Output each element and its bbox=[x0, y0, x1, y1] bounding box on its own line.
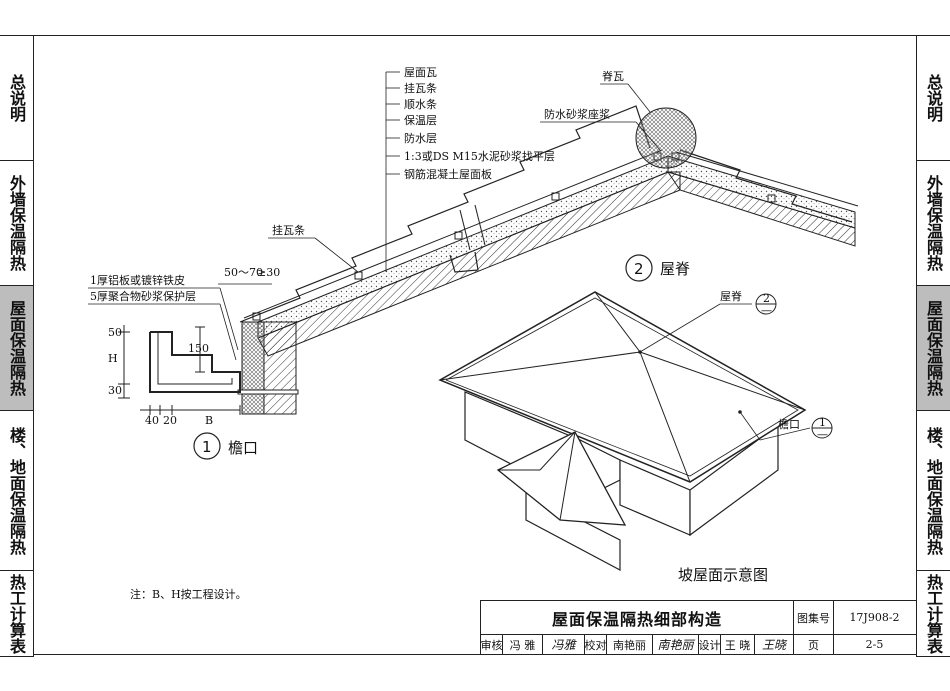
review-label-cell: 审核 bbox=[481, 634, 503, 655]
dim-30: 30 bbox=[108, 384, 122, 397]
side-tab-calc[interactable]: 热工计算表 bbox=[0, 571, 33, 656]
right-side-tabs: 总说明 外墙保温隔热 屋面保温隔热 楼、地面保温隔热 热工计算表 bbox=[916, 35, 950, 657]
side-tab-roof[interactable]: 屋面保温隔热 bbox=[917, 286, 950, 411]
design-sig-cell: 王晓 bbox=[755, 634, 794, 655]
layer-label-tile: 屋面瓦 bbox=[404, 66, 437, 79]
side-tab-label: 屋面保温隔热 bbox=[7, 300, 26, 396]
check-label: 校对 bbox=[585, 638, 607, 652]
detail-1-title: 檐口 bbox=[228, 439, 258, 457]
side-tab-label: 热工计算表 bbox=[924, 573, 943, 654]
side-tab-label: 总说明 bbox=[7, 74, 26, 122]
roof-section-detail bbox=[88, 71, 859, 415]
side-tab-label: 热工计算表 bbox=[7, 573, 26, 654]
drawing-frame bbox=[33, 35, 917, 655]
note-text: 注：B、H按工程设计。 bbox=[130, 587, 247, 601]
label-dim-ge-30: ≥30 bbox=[257, 266, 280, 279]
side-tab-general[interactable]: 总说明 bbox=[917, 36, 950, 161]
review-label: 审核 bbox=[481, 638, 503, 652]
drawing-title: 屋面保温隔热细部构造 bbox=[551, 609, 722, 629]
side-tab-wall[interactable]: 外墙保温隔热 bbox=[0, 161, 33, 286]
atlas-number: 17J908-2 bbox=[849, 611, 900, 624]
label-flashing: 1厚铝板或镀锌铁皮 bbox=[90, 273, 185, 287]
label-ridge-tile: 脊瓦 bbox=[602, 69, 624, 83]
layer-label-waterproof: 防水层 bbox=[404, 131, 437, 145]
side-tab-floor[interactable]: 楼、地面保温隔热 bbox=[917, 411, 950, 571]
detail-2-num: 2 bbox=[634, 260, 644, 278]
side-tab-general[interactable]: 总说明 bbox=[0, 36, 33, 161]
side-tab-label: 总说明 bbox=[924, 74, 943, 122]
iso-caption: 坡屋面示意图 bbox=[678, 566, 768, 584]
iso-ridge-ref-num: 2 bbox=[763, 292, 770, 305]
side-tab-calc[interactable]: 热工计算表 bbox=[917, 571, 950, 656]
side-tab-roof[interactable]: 屋面保温隔热 bbox=[0, 286, 33, 411]
page-no-cell: 2-5 bbox=[834, 634, 915, 655]
label-ridge-mortar: 防水砂浆座浆 bbox=[544, 107, 610, 121]
atlas-label-cell: 图集号 bbox=[794, 601, 834, 634]
layer-label-slab: 钢筋混凝土屋面板 bbox=[404, 167, 492, 181]
layer-label-screed: 1:3或DS M15水泥砂浆找平层 bbox=[404, 149, 555, 163]
designer-cell: 王 晓 bbox=[721, 634, 755, 655]
side-tab-label: 楼、地面保温隔热 bbox=[7, 426, 26, 555]
designer-name: 王 晓 bbox=[724, 638, 751, 652]
dim-150: 150 bbox=[188, 342, 209, 355]
side-tab-wall[interactable]: 外墙保温隔热 bbox=[917, 161, 950, 286]
reviewer-cell: 冯 雅 bbox=[503, 634, 543, 655]
side-tab-label: 外墙保温隔热 bbox=[7, 175, 26, 271]
atlas-no-cell: 17J908-2 bbox=[834, 601, 915, 634]
iso-ridge-label: 屋脊 bbox=[720, 289, 742, 303]
page-number: 2-5 bbox=[865, 638, 884, 651]
dim-B: B bbox=[205, 414, 213, 427]
detail-1-num: 1 bbox=[202, 438, 212, 456]
checker-signature: 南艳丽 bbox=[657, 638, 694, 652]
iso-ridge-ref-sheet: — bbox=[761, 304, 772, 317]
iso-eave-ref-sheet: — bbox=[817, 428, 828, 441]
design-label: 设计 bbox=[699, 638, 721, 652]
review-sig-cell: 冯雅 bbox=[543, 634, 585, 655]
label-protect-layer: 5厚聚合物砂浆保护层 bbox=[90, 289, 196, 303]
dim-40: 40 bbox=[145, 414, 159, 427]
layer-label-counter-batten: 顺水条 bbox=[404, 97, 437, 111]
checker-name: 南艳丽 bbox=[613, 638, 646, 652]
design-label-cell: 设计 bbox=[699, 634, 721, 655]
side-tab-label: 外墙保温隔热 bbox=[924, 175, 943, 271]
check-sig-cell: 南艳丽 bbox=[653, 634, 699, 655]
page-label-cell: 页 bbox=[794, 634, 834, 655]
left-side-tabs: 总说明 外墙保温隔热 屋面保温隔热 楼、地面保温隔热 热工计算表 bbox=[0, 35, 34, 657]
checker-cell: 南艳丽 bbox=[607, 634, 653, 655]
isometric-roof bbox=[438, 291, 811, 571]
detail-2-circle bbox=[625, 254, 653, 282]
layer-label-insulation: 保温层 bbox=[404, 113, 437, 127]
designer-signature: 王晓 bbox=[761, 638, 786, 652]
title-block: 屋面保温隔热细部构造 图集号 17J908-2 审核 冯 雅 冯雅 校对 南艳丽… bbox=[480, 600, 917, 655]
atlas-label: 图集号 bbox=[797, 611, 830, 625]
dim-H: H bbox=[108, 352, 118, 365]
iso-eave-label: 檐口 bbox=[778, 417, 800, 431]
iso-eave-ref-num: 1 bbox=[819, 416, 826, 429]
detail-1-circle bbox=[193, 432, 221, 460]
reviewer-name: 冯 雅 bbox=[509, 638, 536, 652]
title-cell: 屋面保温隔热细部构造 bbox=[481, 601, 794, 634]
layer-label-batten: 挂瓦条 bbox=[404, 81, 437, 95]
dim-20: 20 bbox=[163, 414, 177, 427]
side-tab-label: 楼、地面保温隔热 bbox=[924, 426, 943, 555]
dim-50: 50 bbox=[108, 326, 122, 339]
page-label: 页 bbox=[808, 638, 819, 652]
detail-2-title: 屋脊 bbox=[660, 260, 690, 278]
side-tab-floor[interactable]: 楼、地面保温隔热 bbox=[0, 411, 33, 571]
side-tab-label: 屋面保温隔热 bbox=[924, 300, 943, 396]
check-label-cell: 校对 bbox=[585, 634, 607, 655]
label-dim-50-70: 50～70 bbox=[224, 266, 263, 279]
reviewer-signature: 冯雅 bbox=[551, 638, 576, 652]
label-tile-batten: 挂瓦条 bbox=[272, 223, 305, 237]
